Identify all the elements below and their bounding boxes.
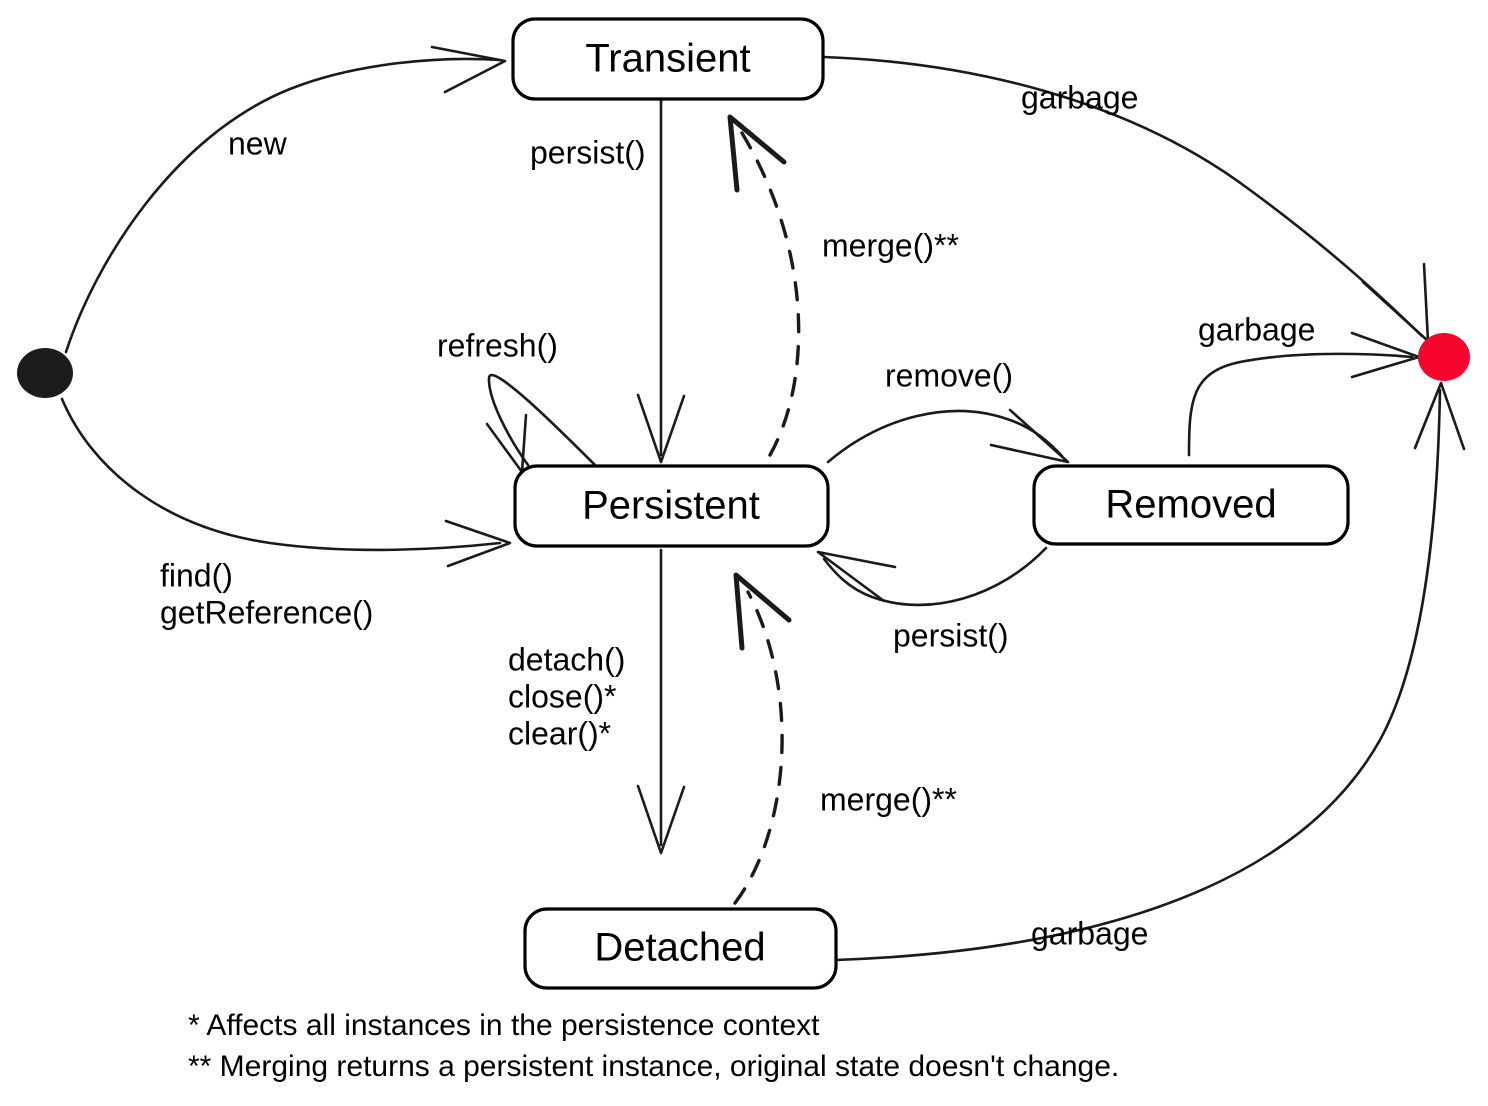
state-node-persistent[interactable]: Persistent (513, 464, 830, 548)
state-node-detached[interactable]: Detached (523, 907, 838, 990)
final-state-node[interactable] (1418, 333, 1470, 381)
footnotes: * Affects all instances in the persisten… (188, 1009, 1119, 1083)
final-state-circle[interactable] (1418, 333, 1470, 381)
edge-persist-transient-persistent: persist() (530, 98, 686, 464)
state-box-removed[interactable] (1032, 464, 1350, 546)
edge-find-getreference: find() getReference() (60, 397, 512, 630)
state-box-detached[interactable] (523, 907, 838, 990)
edge-new: new (64, 45, 507, 354)
edge-merge-pt-arrowhead (727, 114, 787, 193)
edge-persist-removed-persistent: persist() (816, 546, 1048, 653)
edge-detach: detach() close()* clear()* (508, 548, 686, 855)
edge-new-label: new (228, 125, 288, 161)
edge-detach-label: detach() (508, 641, 625, 677)
edge-merge-pt-label: merge()** (822, 227, 959, 263)
edge-garbage-df-path (834, 388, 1442, 962)
edge-remove-label: remove() (885, 357, 1013, 393)
edge-garbage-df-label: garbage (1031, 915, 1148, 951)
edge-new-path (64, 57, 502, 354)
edge-merge-pt-path (740, 131, 801, 457)
edge-garbage-df-arrowhead (1413, 381, 1466, 451)
initial-state-node[interactable] (17, 348, 73, 398)
edge-garbage-removed: garbage (1187, 311, 1421, 457)
state-label-removed: Removed (1105, 483, 1276, 527)
state-label-persistent: Persistent (582, 484, 760, 528)
edge-remove-arrowhead (989, 408, 1070, 464)
edge-merge-detached-persistent: merge()** (733, 572, 957, 905)
edge-garbage-detached: garbage (834, 381, 1466, 962)
edge-remove-path (826, 409, 1064, 464)
edge-persist-rp-path (822, 546, 1048, 607)
edge-persist-tp-arrowhead (636, 393, 686, 464)
edge-garbage-tf-arrowhead (1361, 262, 1430, 343)
edge-clear-label: clear()* (508, 715, 611, 751)
edge-refresh-path (487, 374, 602, 472)
edge-garbage-transient: garbage (821, 55, 1430, 343)
state-label-detached: Detached (594, 926, 765, 970)
edge-find-path (60, 397, 502, 552)
edge-detach-arrowhead (636, 784, 686, 855)
footnote-single-asterisk: * Affects all instances in the persisten… (188, 1009, 820, 1042)
edge-find-arrowhead (444, 519, 512, 568)
edge-persist-rp-arrowhead (816, 550, 897, 603)
edge-merge-persistent-transient: merge()** (727, 114, 959, 457)
edge-refresh-self-loop: refresh() (437, 327, 602, 474)
edge-merge-dp-label: merge()** (820, 781, 957, 817)
edge-garbage-tf-label: garbage (1021, 79, 1138, 115)
state-box-persistent[interactable] (513, 464, 830, 548)
edge-merge-dp-arrowhead (733, 572, 792, 651)
edge-new-arrowhead (430, 45, 507, 94)
state-box-transient[interactable] (511, 17, 825, 101)
edge-refresh-label: refresh() (437, 327, 558, 363)
edge-refresh-arrowhead (485, 413, 528, 474)
state-node-removed[interactable]: Removed (1032, 464, 1350, 546)
state-node-transient[interactable]: Transient (511, 17, 825, 101)
footnote-double-asterisk: ** Merging returns a persistent instance… (188, 1050, 1119, 1083)
edge-close-label: close()* (508, 678, 616, 714)
edge-getreference-label: getReference() (160, 594, 373, 630)
edge-find-label: find() (160, 557, 233, 593)
edge-persist-tp-label: persist() (530, 134, 646, 170)
edge-remove: remove() (826, 357, 1070, 464)
edge-garbage-rf-path (1187, 352, 1414, 457)
edge-merge-dp-path (733, 590, 784, 905)
state-label-transient: Transient (585, 37, 750, 81)
edge-garbage-rf-label: garbage (1198, 311, 1315, 347)
initial-state-circle[interactable] (17, 348, 73, 398)
edge-persist-rp-label: persist() (893, 617, 1009, 653)
